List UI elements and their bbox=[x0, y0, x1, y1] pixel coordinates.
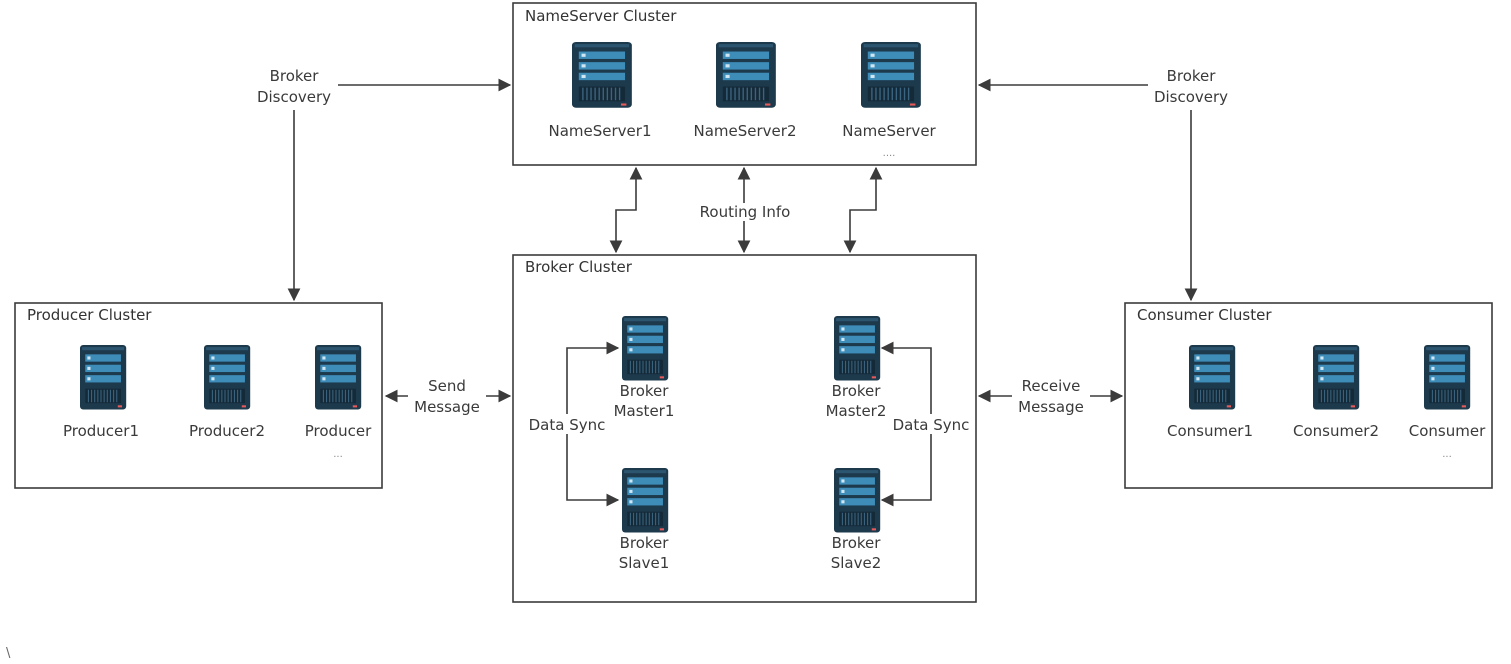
data-sync-right-label: Data Sync bbox=[893, 416, 970, 434]
broker-master1-label-line1: Broker bbox=[620, 382, 670, 400]
broker-discovery-right-line2: Discovery bbox=[1154, 88, 1228, 106]
nameserver1-label: NameServer1 bbox=[549, 122, 652, 140]
producer2-server-icon bbox=[203, 344, 251, 411]
send-message-label-line2: Message bbox=[414, 398, 480, 416]
broker-cluster-title: Broker Cluster bbox=[525, 258, 633, 276]
broker-master1-server-icon bbox=[621, 315, 669, 382]
producer-more-dots: ... bbox=[333, 449, 343, 460]
data-sync-right-label-bg bbox=[888, 414, 974, 434]
consumer-more-dots: ... bbox=[1442, 449, 1452, 460]
broker-discovery-right-line1: Broker bbox=[1167, 67, 1217, 85]
broker-discovery-left-line1: Broker bbox=[270, 67, 320, 85]
producer1-server-icon bbox=[79, 344, 127, 411]
data-sync-left-label-bg bbox=[524, 414, 610, 434]
consumer3-label: Consumer bbox=[1409, 422, 1486, 440]
consumer3-server-icon bbox=[1423, 344, 1471, 411]
consumer1-server-icon bbox=[1188, 344, 1236, 411]
broker-slave2-label-line1: Broker bbox=[832, 534, 882, 552]
consumer2-label: Consumer2 bbox=[1293, 422, 1379, 440]
broker-master2-label-line1: Broker bbox=[832, 382, 882, 400]
broker-master1-label-line2: Master1 bbox=[614, 402, 675, 420]
broker-master2-server-icon bbox=[833, 315, 881, 382]
nameserver2-server-icon bbox=[715, 41, 777, 109]
routing-arrow-right bbox=[843, 166, 883, 254]
producer2-label: Producer2 bbox=[189, 422, 265, 440]
nameserver-cluster-title: NameServer Cluster bbox=[525, 7, 677, 25]
nameserver3-server-icon bbox=[860, 41, 922, 109]
receive-message-label-line1: Receive bbox=[1022, 377, 1081, 395]
routing-arrow-left bbox=[609, 166, 643, 254]
producer3-server-icon bbox=[314, 344, 362, 411]
send-message-label-line1: Send bbox=[428, 377, 466, 395]
stray-backslash-mark: \ bbox=[6, 646, 11, 661]
consumer1-label: Consumer1 bbox=[1167, 422, 1253, 440]
producer3-label: Producer bbox=[305, 422, 372, 440]
nameserver2-label: NameServer2 bbox=[694, 122, 797, 140]
broker-slave1-label-line1: Broker bbox=[620, 534, 670, 552]
consumer2-server-icon bbox=[1312, 344, 1360, 411]
broker-slave1-server-icon bbox=[621, 467, 669, 534]
broker-master2-label-line2: Master2 bbox=[826, 402, 887, 420]
nameserver1-server-icon bbox=[571, 41, 633, 109]
broker-discovery-left-line2: Discovery bbox=[257, 88, 331, 106]
nameserver-more-dots: .... bbox=[883, 148, 896, 159]
consumer-cluster-title: Consumer Cluster bbox=[1137, 306, 1272, 324]
producer1-label: Producer1 bbox=[63, 422, 139, 440]
broker-slave1-label-line2: Slave1 bbox=[619, 554, 670, 572]
routing-info-label: Routing Info bbox=[700, 203, 791, 221]
producer-cluster-title: Producer Cluster bbox=[27, 306, 152, 324]
receive-message-label-bg bbox=[1012, 376, 1090, 418]
broker-slave2-label-line2: Slave2 bbox=[831, 554, 882, 572]
data-sync-left-label: Data Sync bbox=[529, 416, 606, 434]
nameserver3-label: NameServer bbox=[842, 122, 936, 140]
send-message-label-bg bbox=[408, 376, 486, 418]
receive-message-label-line2: Message bbox=[1018, 398, 1084, 416]
broker-slave2-server-icon bbox=[833, 467, 881, 534]
